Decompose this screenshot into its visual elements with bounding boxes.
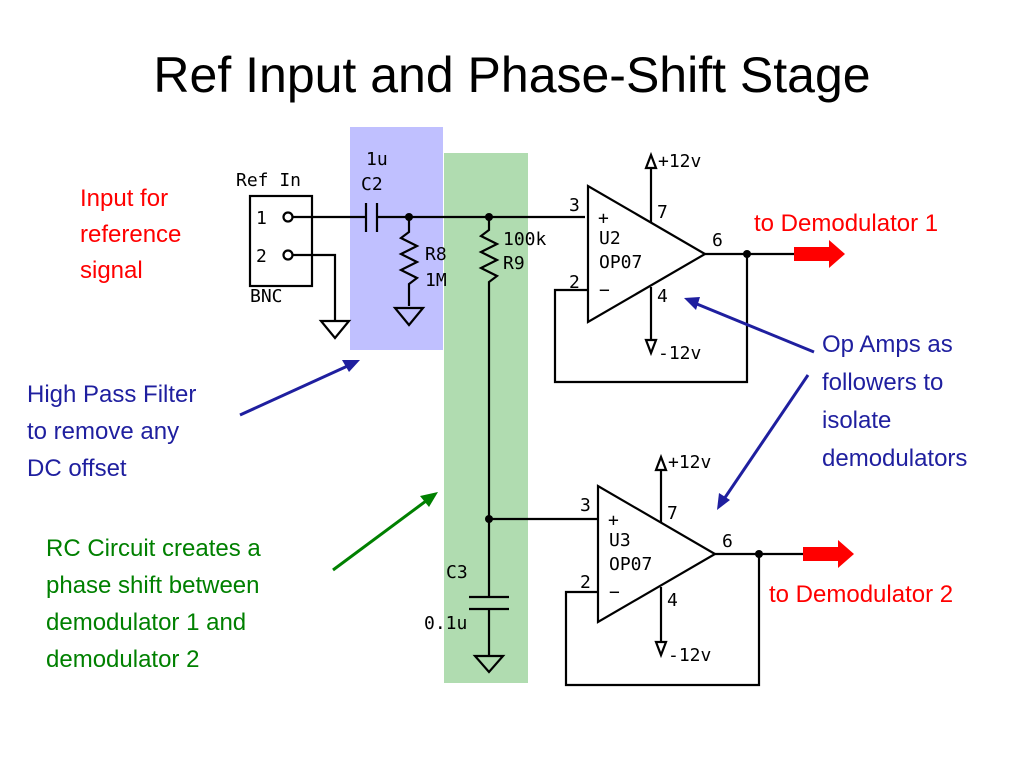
- u2-ref: U2: [599, 228, 621, 249]
- r8-ref: R8: [425, 244, 447, 265]
- rc-pointer-arrow-icon: [332, 492, 438, 572]
- connector-pin-1: 1: [256, 208, 267, 229]
- c2-ref: C2: [361, 174, 383, 195]
- demod1-label: to Demodulator 1: [754, 210, 938, 237]
- capacitor-c2: 1u C2: [361, 149, 388, 232]
- bnc-connector: Ref In 1 2 BNC: [236, 170, 314, 307]
- c3-ref: C3: [446, 562, 468, 583]
- ground-c3-icon: [472, 654, 506, 674]
- rc-note: RC Circuit creates a phase shift between…: [46, 535, 267, 673]
- hpf-note: High Pass Filter to remove any DC offset: [27, 381, 203, 482]
- ground-r8-icon: [392, 306, 426, 327]
- u3-pin-6: 6: [722, 531, 733, 552]
- u3-vpos-arrow-icon: [654, 453, 668, 472]
- hpf-highlight: [350, 127, 443, 350]
- u3-vpos: +12v: [668, 452, 711, 473]
- u3-vneg: -12v: [668, 645, 711, 666]
- slide-title: Ref Input and Phase-Shift Stage: [153, 47, 870, 103]
- u2-vpos-arrow-icon: [644, 151, 658, 170]
- u2-pin-7: 7: [657, 202, 668, 223]
- u3-vneg-arrow-icon: [654, 640, 668, 659]
- u3-pin-4: 4: [667, 590, 678, 611]
- u3-pin-3: 3: [580, 495, 591, 516]
- connector-type: BNC: [250, 286, 283, 307]
- input-note: Input for reference signal: [80, 185, 188, 284]
- u2-vneg-arrow-icon: [644, 338, 658, 357]
- r8-value: 1M: [425, 270, 447, 291]
- resistor-r9: 100k R9: [478, 217, 547, 519]
- u3-pin-2: 2: [580, 572, 591, 593]
- connector-pin-2: 2: [256, 246, 267, 267]
- opamp-note: Op Amps as followers to isolate demodula…: [822, 331, 967, 472]
- demod2-label: to Demodulator 2: [769, 581, 953, 608]
- u3-ref: U3: [609, 530, 631, 551]
- connector-name: Ref In: [236, 170, 301, 191]
- demod2-arrow-icon: [803, 540, 854, 568]
- u2-minus-sign: −: [599, 280, 610, 301]
- wire-pin2-ground: [293, 253, 337, 321]
- r9-value: 100k: [503, 229, 547, 250]
- u3-part: OP07: [609, 554, 652, 575]
- u2-pin-4: 4: [657, 286, 668, 307]
- r9-ref: R9: [503, 253, 525, 274]
- u2-part: OP07: [599, 252, 642, 273]
- u2-vpos: +12v: [658, 151, 701, 172]
- resistor-r8: R8 1M: [392, 217, 447, 327]
- opamp-u3-pointer-arrow-icon: [717, 374, 810, 510]
- opamp-u3: + − U3 OP07 3 2 6 7 4 +12v -12v: [580, 452, 733, 666]
- c3-value: 0.1u: [424, 613, 467, 634]
- ground-bnc-icon: [318, 319, 352, 340]
- c2-value: 1u: [366, 149, 388, 170]
- pin-1-terminal: [282, 211, 294, 223]
- u2-vneg: -12v: [658, 343, 701, 364]
- rc-highlight: [444, 153, 528, 683]
- opamp-u2-pointer-arrow-icon: [684, 297, 815, 354]
- u2-plus-sign: +: [598, 208, 609, 229]
- u3-plus-sign: +: [608, 510, 619, 531]
- demod1-arrow-icon: [794, 240, 845, 268]
- u2-pin-6: 6: [712, 230, 723, 251]
- u2-pin-2: 2: [569, 272, 580, 293]
- hpf-pointer-arrow-icon: [239, 360, 360, 417]
- pin-2-terminal: [282, 249, 294, 261]
- opamp-u2: + − U2 OP07 3 2 6 7 4 +12v -12v: [569, 151, 723, 364]
- u3-pin-7: 7: [667, 503, 678, 524]
- capacitor-c3: C3 0.1u: [424, 519, 509, 674]
- wire-u3-feedback: [564, 554, 761, 687]
- u3-minus-sign: −: [609, 582, 620, 603]
- u2-pin-3: 3: [569, 195, 580, 216]
- wire-u2-feedback: [553, 254, 749, 384]
